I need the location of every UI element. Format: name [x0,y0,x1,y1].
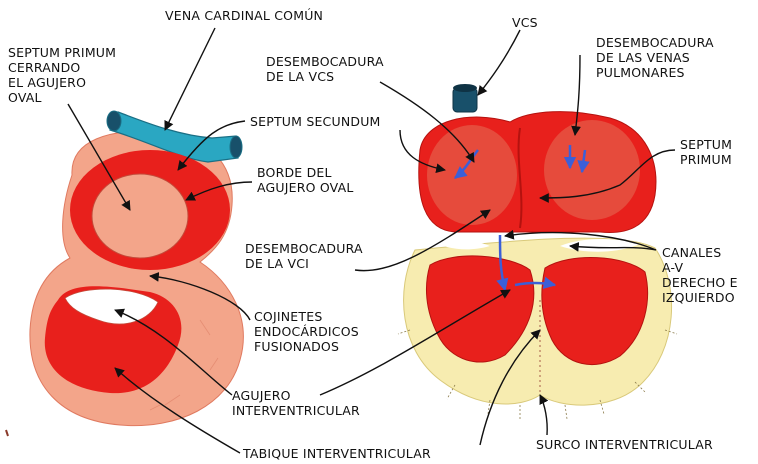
label-septum-primum-line4: OVAL [8,90,116,105]
right-heart-diagram [398,84,677,419]
label-desemb-pulm-line1: DESEMBOCADURA [596,35,714,50]
stray-mark [6,430,8,436]
label-agujero-iv: AGUJERO INTERVENTRICULAR [232,388,360,418]
label-cojinetes-line1: COJINETES [254,309,359,324]
label-septum-primum-line2: CERRANDO [8,60,116,75]
label-cojinetes-line3: FUSIONADOS [254,339,359,354]
label-vena-cardinal: VENA CARDINAL COMÚN [165,8,323,23]
label-septum-primum-right-line1: SEPTUM [680,137,732,152]
label-septum-primum-right: SEPTUM PRIMUM [680,137,732,167]
label-desemb-pulm-line3: PULMONARES [596,65,714,80]
label-septum-primum-line3: EL AGUJERO [8,75,116,90]
label-desemb-vcs-line1: DESEMBOCADURA [266,54,384,69]
label-canales-line2: A-V [662,260,738,275]
leader-vcs [478,30,520,95]
label-desemb-vcs: DESEMBOCADURA DE LA VCS [266,54,384,84]
label-desemb-vci-line1: DESEMBOCADURA [245,241,363,256]
label-septum-secundum: SEPTUM SECUNDUM [250,114,381,129]
label-borde-oval: BORDE DEL AGUJERO OVAL [257,165,354,195]
label-desemb-vci-line2: DE LA VCI [245,256,363,271]
label-septum-primum-right-line2: PRIMUM [680,152,732,167]
leader-surco-iv [540,395,547,435]
label-borde-oval-line2: AGUJERO OVAL [257,180,354,195]
label-desemb-vci: DESEMBOCADURA DE LA VCI [245,241,363,271]
label-agujero-iv-line1: AGUJERO [232,388,360,403]
label-septum-primum-left: SEPTUM PRIMUM CERRANDO EL AGUJERO OVAL [8,45,116,105]
label-vcs: VCS [512,15,538,30]
label-borde-oval-line1: BORDE DEL [257,165,354,180]
label-desemb-pulm: DESEMBOCADURA DE LAS VENAS PULMONARES [596,35,714,80]
label-cojinetes-line2: ENDOCÁRDICOS [254,324,359,339]
foramen-ovale-region [92,174,188,258]
label-canales-line4: IZQUIERDO [662,290,738,305]
label-canales-line3: DERECHO E [662,275,738,290]
label-canales-av: CANALES A-V DERECHO E IZQUIERDO [662,245,738,305]
label-surco-iv: SURCO INTERVENTRICULAR [536,437,713,452]
right-atrium-chamber [427,125,517,225]
label-desemb-vcs-line2: DE LA VCS [266,69,384,84]
label-agujero-iv-line2: INTERVENTRICULAR [232,403,360,418]
left-atrium-chamber [544,120,640,220]
label-septum-primum-line1: SEPTUM PRIMUM [8,45,116,60]
label-cojinetes: COJINETES ENDOCÁRDICOS FUSIONADOS [254,309,359,354]
label-desemb-pulm-line2: DE LAS VENAS [596,50,714,65]
vcs-vessel [453,84,477,112]
label-tabique-iv: TABIQUE INTERVENTRICULAR [243,446,431,461]
leader-vena-cardinal [165,28,215,130]
label-canales-line1: CANALES [662,245,738,260]
